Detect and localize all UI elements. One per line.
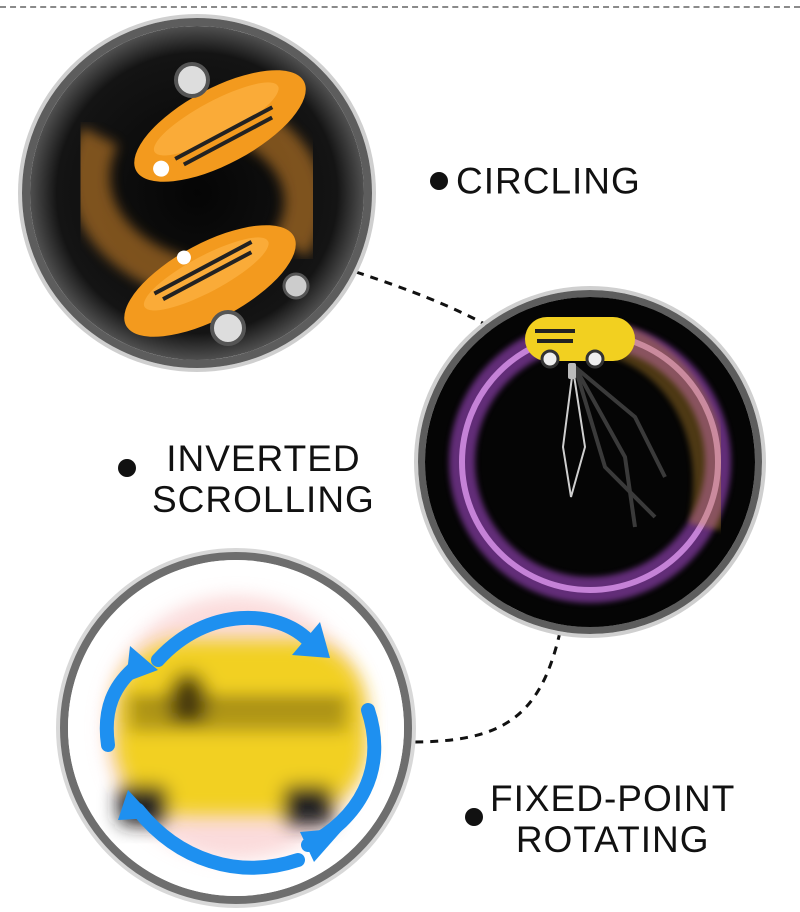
bullet-icon bbox=[118, 459, 136, 477]
fixed-point-rotating-line2: ROTATING bbox=[515, 819, 710, 860]
fixed-point-rotating-illustration bbox=[60, 552, 412, 904]
bullet-icon bbox=[465, 808, 483, 826]
toy-car-yellow bbox=[525, 317, 635, 369]
fixed-point-rotating-label: FIXED-POINT ROTATING bbox=[490, 778, 735, 860]
toy-car-bottom bbox=[124, 225, 296, 337]
top-dashed-divider bbox=[0, 6, 800, 8]
circling-label-text: CIRCLING bbox=[456, 160, 641, 202]
bullet-icon bbox=[430, 172, 448, 191]
inverted-scrolling-illustration bbox=[418, 290, 762, 634]
wheel-icon bbox=[210, 310, 246, 346]
circling-label: CIRCLING bbox=[430, 158, 641, 202]
inverted-scrolling-line2: SCROLLING bbox=[152, 479, 375, 520]
inverted-scrolling-line1: INVERTED bbox=[166, 438, 361, 479]
fixed-point-rotating-line1: FIXED-POINT bbox=[490, 778, 736, 819]
wheel-icon bbox=[174, 62, 210, 98]
circling-illustration bbox=[22, 18, 372, 368]
toy-car-top bbox=[134, 70, 306, 182]
inverted-scrolling-label: INVERTED SCROLLING bbox=[152, 438, 375, 520]
